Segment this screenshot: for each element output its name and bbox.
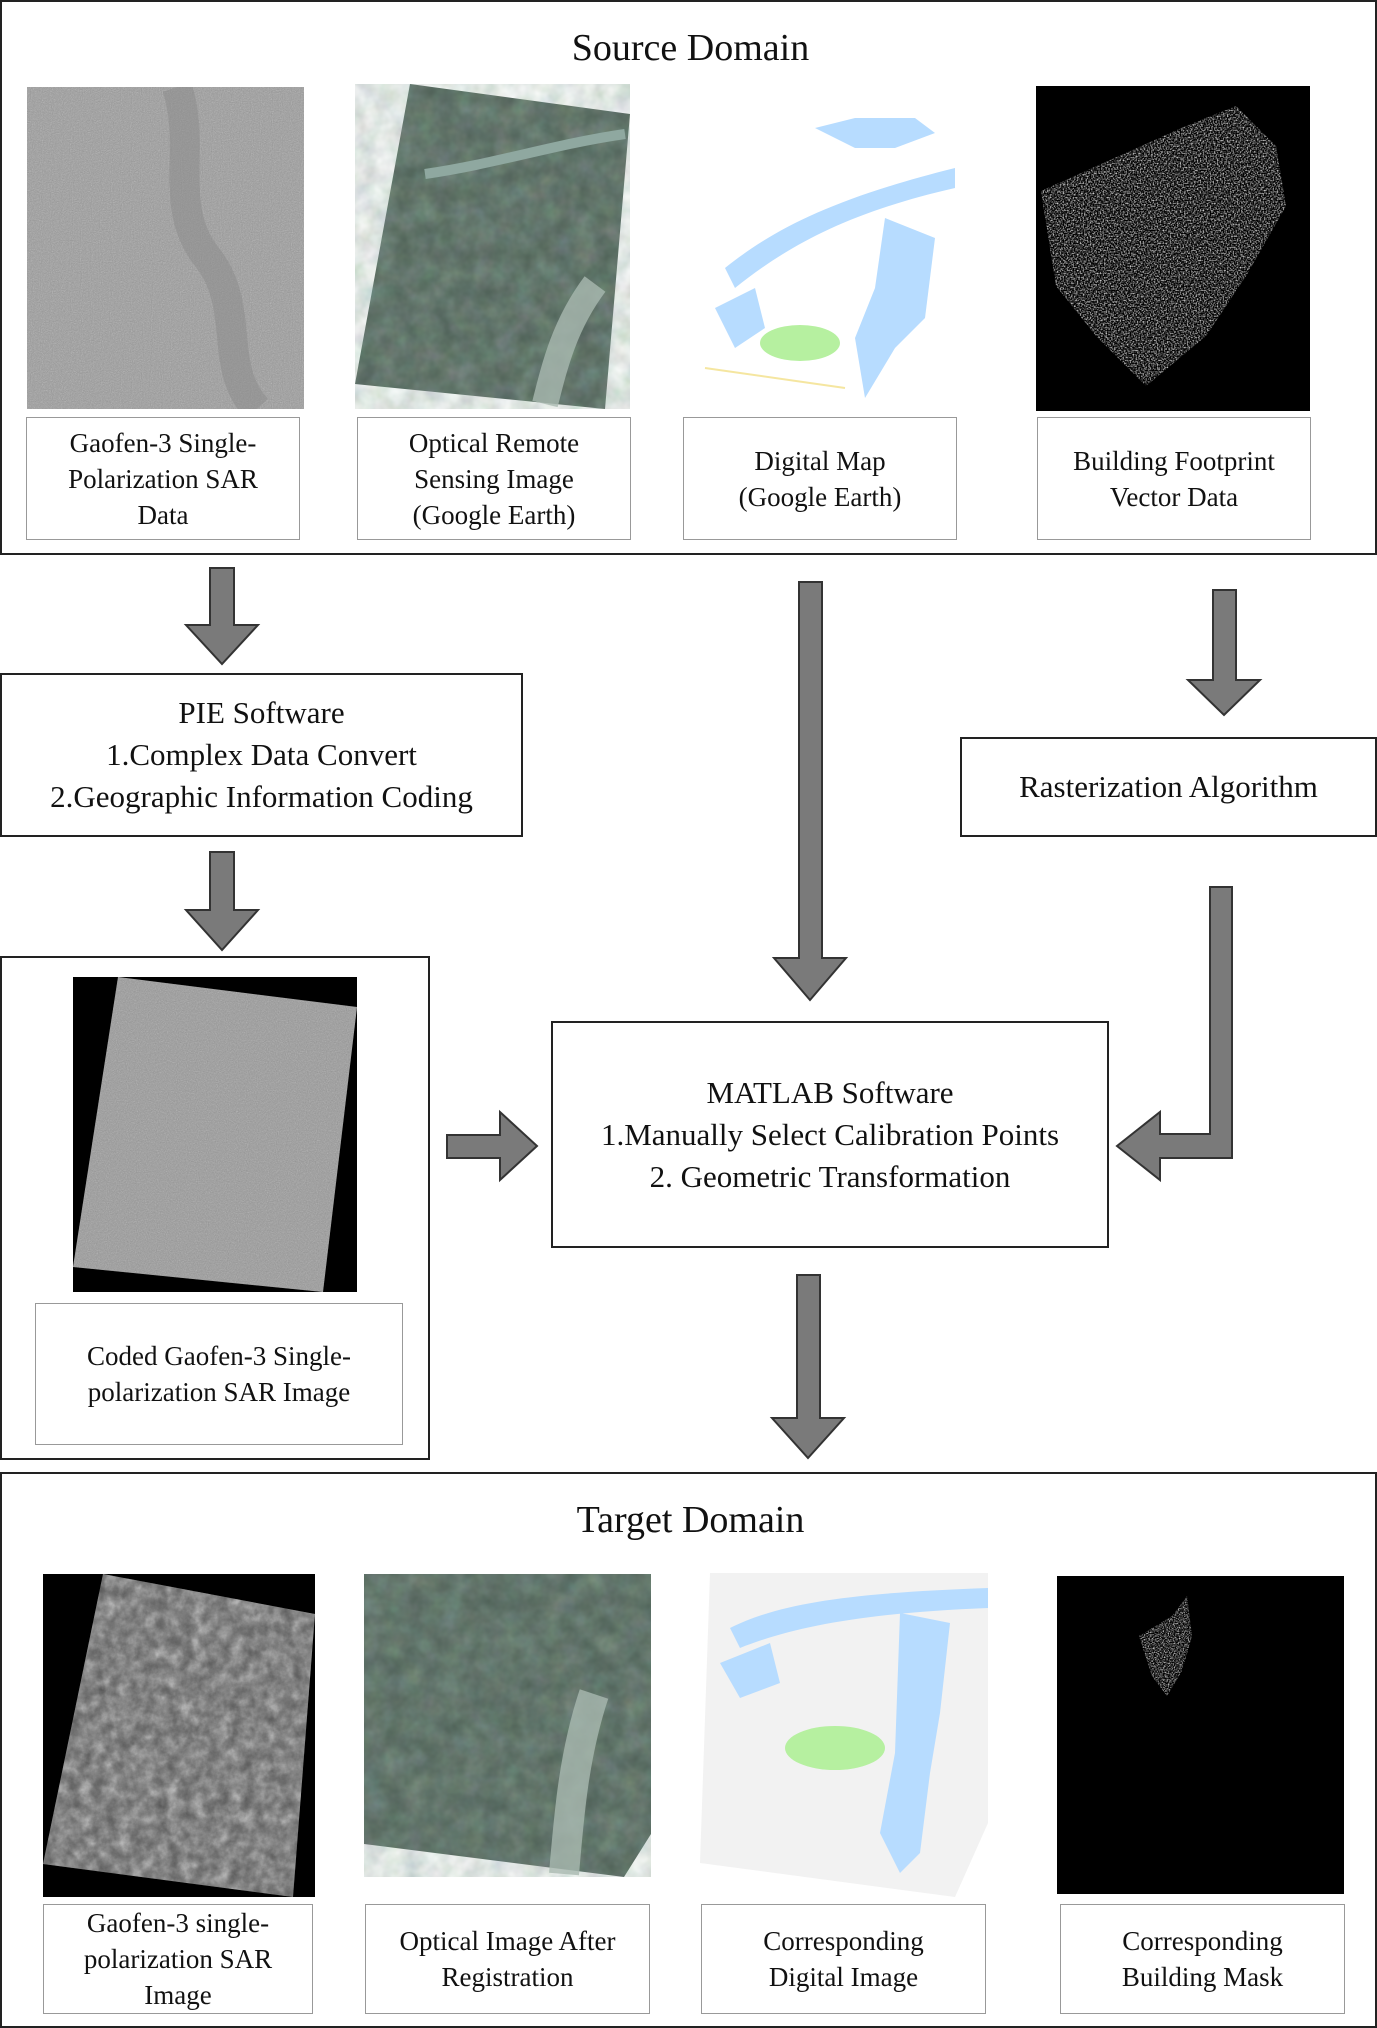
- arrow-pie-to-coded: [183, 851, 261, 952]
- matlab-software-box: MATLAB Software 1.Manually Select Calibr…: [551, 1021, 1109, 1248]
- arrow-matlab-to-target: [769, 1274, 847, 1460]
- target-building-mask-thumbnail: [1057, 1576, 1344, 1894]
- target-optical-thumbnail: [364, 1574, 651, 1877]
- target-caption-sar: Gaofen-3 single- polarization SAR Image: [43, 1904, 313, 2014]
- building-vector-thumbnail: [1036, 86, 1310, 411]
- source-domain-title: Source Domain: [571, 27, 810, 69]
- target-digital-thumbnail: [700, 1573, 988, 1897]
- target-caption-digital: Corresponding Digital Image: [701, 1904, 986, 2014]
- arrow-building-to-raster: [1185, 589, 1263, 717]
- pie-software-box: PIE Software 1.Complex Data Convert 2.Ge…: [0, 673, 523, 837]
- arrow-raster-to-matlab: [1115, 886, 1233, 1183]
- target-sar-thumbnail: [43, 1574, 315, 1897]
- source-caption-digital-map: Digital Map (Google Earth): [683, 417, 957, 540]
- rasterization-box: Rasterization Algorithm: [960, 737, 1377, 837]
- target-caption-optical: Optical Image After Registration: [365, 1904, 650, 2014]
- digital-map-thumbnail: [695, 88, 965, 413]
- sar-raw-thumbnail: [27, 87, 304, 409]
- target-caption-building-mask: Corresponding Building Mask: [1060, 1904, 1345, 2014]
- optical-raw-thumbnail: [355, 84, 630, 409]
- arrow-sar-to-pie: [183, 567, 261, 666]
- coded-sar-thumbnail: [73, 977, 357, 1292]
- target-domain-title: Target Domain: [576, 1499, 805, 1541]
- source-caption-building: Building Footprint Vector Data: [1037, 417, 1311, 540]
- arrow-coded-to-matlab: [446, 1109, 539, 1183]
- arrow-map-to-matlab: [771, 581, 849, 1002]
- coded-sar-caption: Coded Gaofen-3 Single- polarization SAR …: [35, 1303, 403, 1445]
- source-caption-sar: Gaofen-3 Single- Polarization SAR Data: [26, 417, 300, 540]
- source-caption-optical: Optical Remote Sensing Image (Google Ear…: [357, 417, 631, 540]
